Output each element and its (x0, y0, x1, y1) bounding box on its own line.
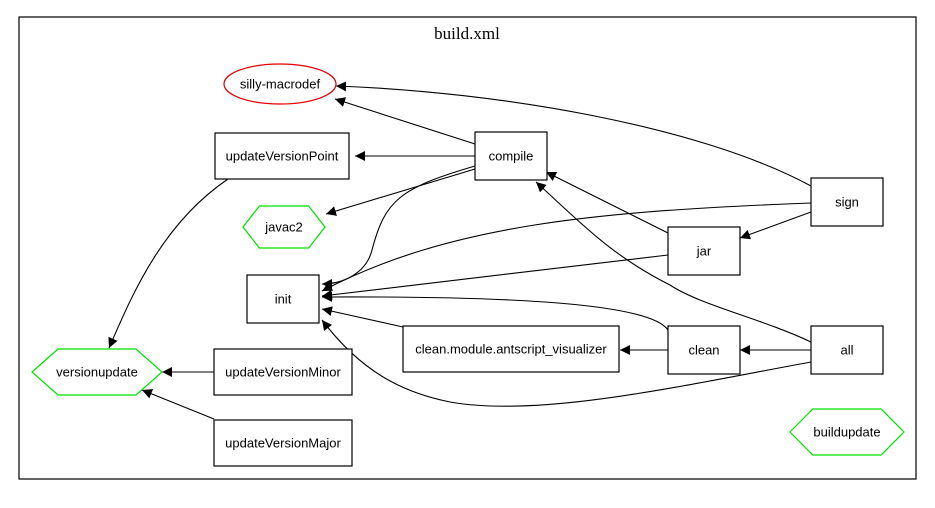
edge-updateVersionMajor-to-versionupdate (141, 389, 215, 420)
node-updateVersionMinor[interactable]: updateVersionMinor (213, 348, 353, 396)
edge-updateVersionPoint-to-versionupdate (108, 178, 229, 349)
node-compile-label: compile (489, 149, 534, 164)
node-updateVersionMinor-label: updateVersionMinor (225, 365, 341, 380)
node-versionupdate-shape (31, 348, 163, 396)
edge-clean-to-init (321, 291, 669, 331)
node-silly-macrodef-shape (223, 63, 337, 105)
node-jar-shape (667, 226, 741, 276)
edge-all-to-compile (535, 181, 812, 343)
node-all-shape (810, 325, 884, 375)
node-clean-module[interactable]: clean.module.antscript_visualizer (402, 325, 620, 373)
node-clean-module-label: clean.module.antscript_visualizer (415, 342, 607, 357)
nodes: silly-macrodef updateVersionPoint compile j… (31, 63, 905, 467)
node-javac2[interactable]: javac2 (242, 205, 326, 249)
node-silly-macrodef[interactable]: silly-macrodef (223, 63, 337, 105)
node-silly-macrodef-label: silly-macrodef (240, 77, 321, 92)
node-buildupdate-shape (789, 408, 905, 456)
node-updateVersionMajor[interactable]: updateVersionMajor (213, 419, 353, 467)
node-all[interactable]: all (810, 325, 884, 375)
edge-sign-to-silly-macrodef (335, 81, 812, 187)
node-clean-label: clean (688, 343, 719, 358)
node-updateVersionMinor-shape (213, 348, 353, 396)
edge-jar-to-compile (545, 171, 669, 234)
node-sign-shape (810, 177, 884, 227)
node-clean-shape (667, 325, 741, 375)
node-init[interactable]: init (246, 274, 320, 324)
node-all-label: all (840, 343, 853, 358)
node-sign[interactable]: sign (810, 177, 884, 227)
node-updateVersionMajor-shape (213, 419, 353, 467)
edge-clean-module-to-init (321, 306, 404, 328)
node-javac2-shape (242, 205, 326, 249)
edge-sign-to-jar (739, 211, 812, 240)
node-buildupdate[interactable]: buildupdate (789, 408, 905, 456)
node-clean[interactable]: clean (667, 325, 741, 375)
node-jar-label: jar (696, 244, 712, 259)
node-compile[interactable]: compile (474, 131, 548, 181)
node-buildupdate-label: buildupdate (813, 425, 880, 440)
node-init-label: init (275, 292, 292, 307)
node-updateVersionPoint-shape (214, 132, 350, 180)
edge-compile-to-silly-macrodef (334, 97, 476, 145)
edge-jar-to-init (321, 254, 669, 300)
edge-sign-to-init (321, 202, 812, 292)
node-versionupdate-label: versionupdate (56, 365, 138, 380)
edges (108, 81, 812, 420)
edge-all-to-init (321, 319, 812, 407)
node-updateVersionPoint[interactable]: updateVersionPoint (214, 132, 350, 180)
node-sign-label: sign (835, 195, 859, 210)
node-updateVersionMajor-label: updateVersionMajor (225, 436, 341, 451)
node-javac2-label: javac2 (264, 220, 303, 235)
graph-frame (18, 16, 917, 480)
node-versionupdate[interactable]: versionupdate (31, 348, 163, 396)
node-compile-shape (474, 131, 548, 181)
node-init-shape (246, 274, 320, 324)
node-updateVersionPoint-label: updateVersionPoint (226, 149, 339, 164)
graph-title: build.xml (434, 24, 500, 43)
edge-compile-to-javac2 (325, 168, 476, 216)
node-clean-module-shape (402, 325, 620, 373)
node-jar[interactable]: jar (667, 226, 741, 276)
